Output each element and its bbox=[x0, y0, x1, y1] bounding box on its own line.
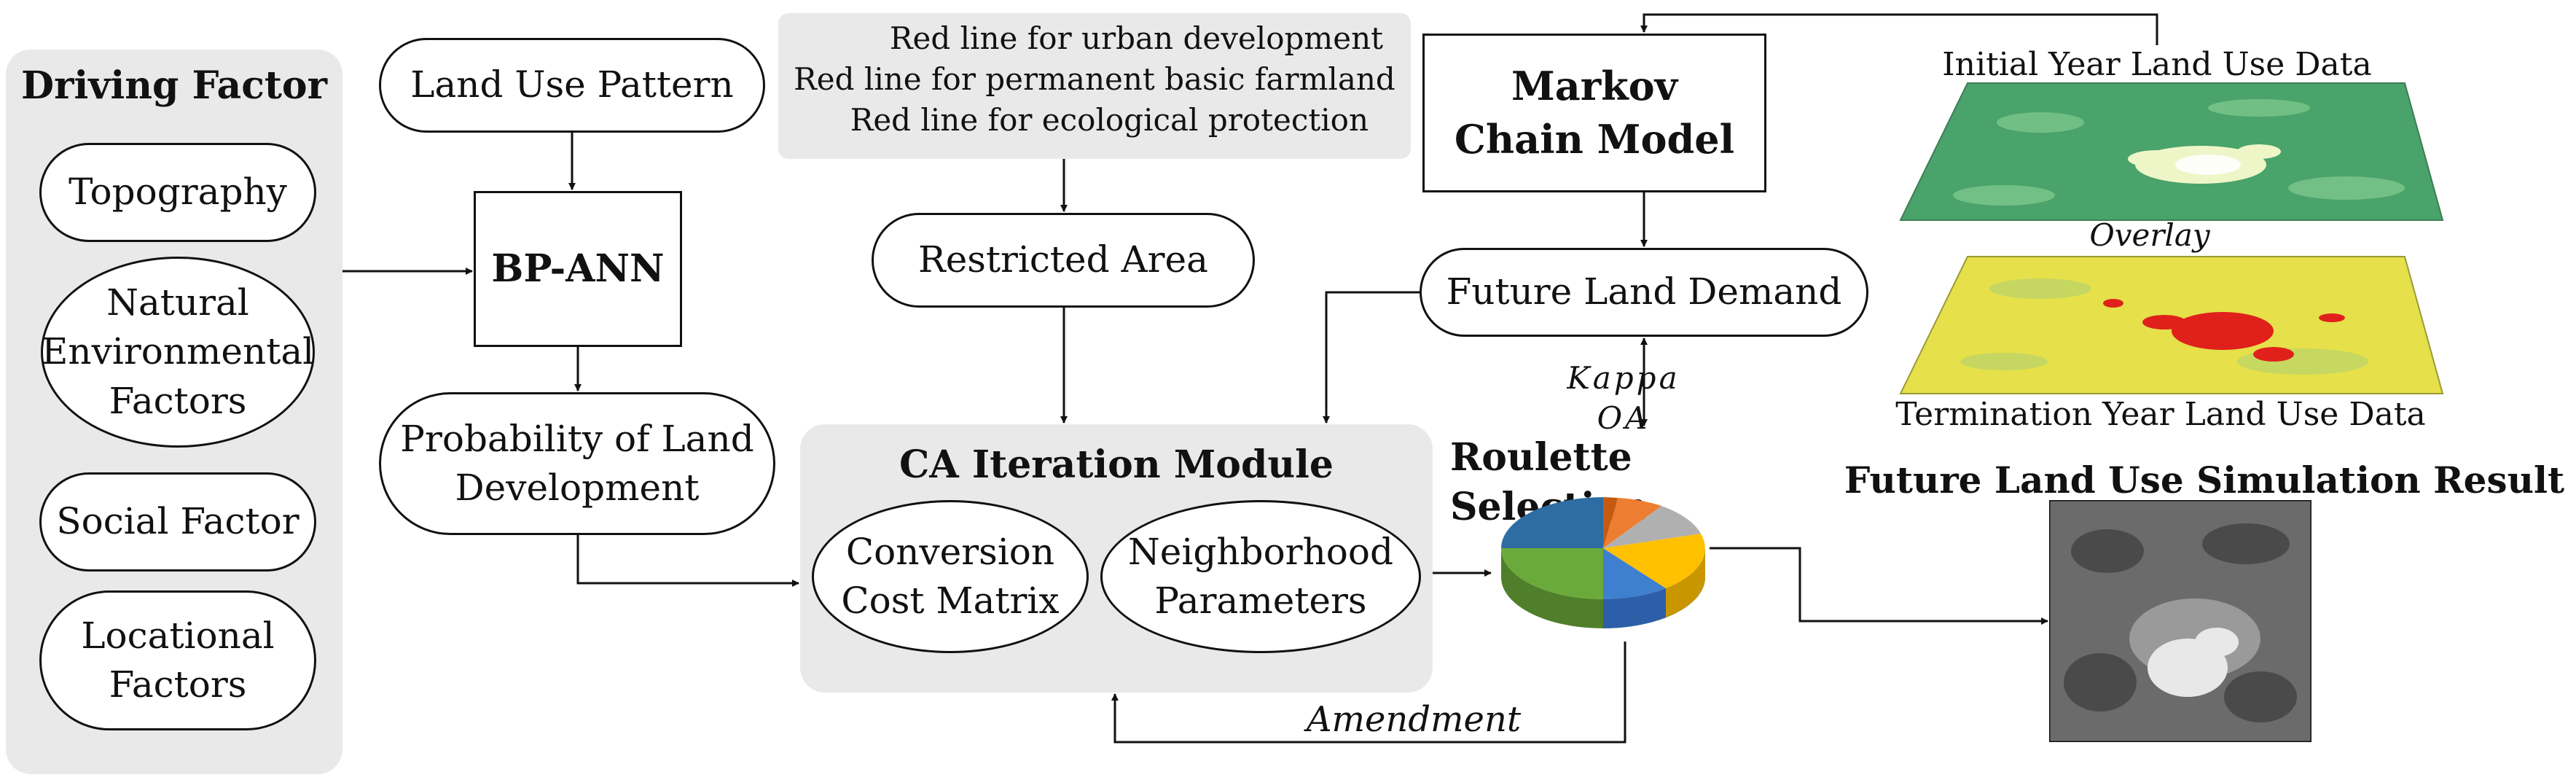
markov-chain-model-node: Markov Chain Model bbox=[1422, 34, 1766, 192]
natural-environmental-factors-label: Natural Environmental Factors bbox=[41, 281, 315, 422]
red-line-panel bbox=[778, 13, 1411, 159]
red-line-ecological: Red line for ecological protection bbox=[850, 102, 1369, 138]
red-line-farmland: Red line for permanent basic farmland bbox=[794, 61, 1395, 97]
driving-factor-title: Driving Factor bbox=[20, 63, 327, 108]
amendment-label: Amendment bbox=[1306, 699, 1522, 740]
restricted-area-node: Restricted Area bbox=[872, 213, 1255, 308]
locational-factors-label: Locational Factors bbox=[81, 614, 275, 706]
neighborhood-label: Neighborhood Parameters bbox=[1128, 530, 1393, 623]
initial-year-label: Initial Year Land Use Data bbox=[1942, 46, 2372, 83]
conversion-cost-matrix-node: Conversion Cost Matrix bbox=[812, 500, 1089, 653]
bp-ann-node: BP-ANN bbox=[474, 191, 682, 347]
termination-year-label: Termination Year Land Use Data bbox=[1895, 396, 2426, 433]
land-use-pattern-node: Land Use Pattern bbox=[379, 38, 765, 133]
topography-node: Topography bbox=[39, 143, 316, 242]
initial-year-map bbox=[1899, 82, 2444, 221]
social-factor-node: Social Factor bbox=[39, 472, 316, 572]
probability-label: Probability of Land Development bbox=[400, 417, 754, 510]
locational-factors-node: Locational Factors bbox=[39, 590, 316, 730]
simulation-result-map bbox=[2049, 500, 2311, 742]
conversion-label: Conversion Cost Matrix bbox=[841, 530, 1060, 623]
markov-label: Markov Chain Model bbox=[1454, 63, 1735, 163]
natural-environmental-factors-node: Natural Environmental Factors bbox=[41, 257, 315, 448]
simulation-result-title: Future Land Use Simulation Result bbox=[1844, 459, 2565, 502]
probability-of-land-development-node: Probability of Land Development bbox=[379, 392, 775, 535]
roulette-pie-chart bbox=[1501, 497, 1705, 628]
ca-iteration-title: CA Iteration Module bbox=[899, 442, 1334, 487]
termination-year-map bbox=[1899, 256, 2444, 394]
red-line-urban: Red line for urban development bbox=[889, 20, 1383, 56]
neighborhood-parameters-node: Neighborhood Parameters bbox=[1100, 500, 1421, 653]
future-land-demand-node: Future Land Demand bbox=[1420, 248, 1868, 337]
kappa-oa-label: Kappa OA bbox=[1567, 360, 1680, 436]
overlay-label: Overlay bbox=[2089, 217, 2210, 253]
